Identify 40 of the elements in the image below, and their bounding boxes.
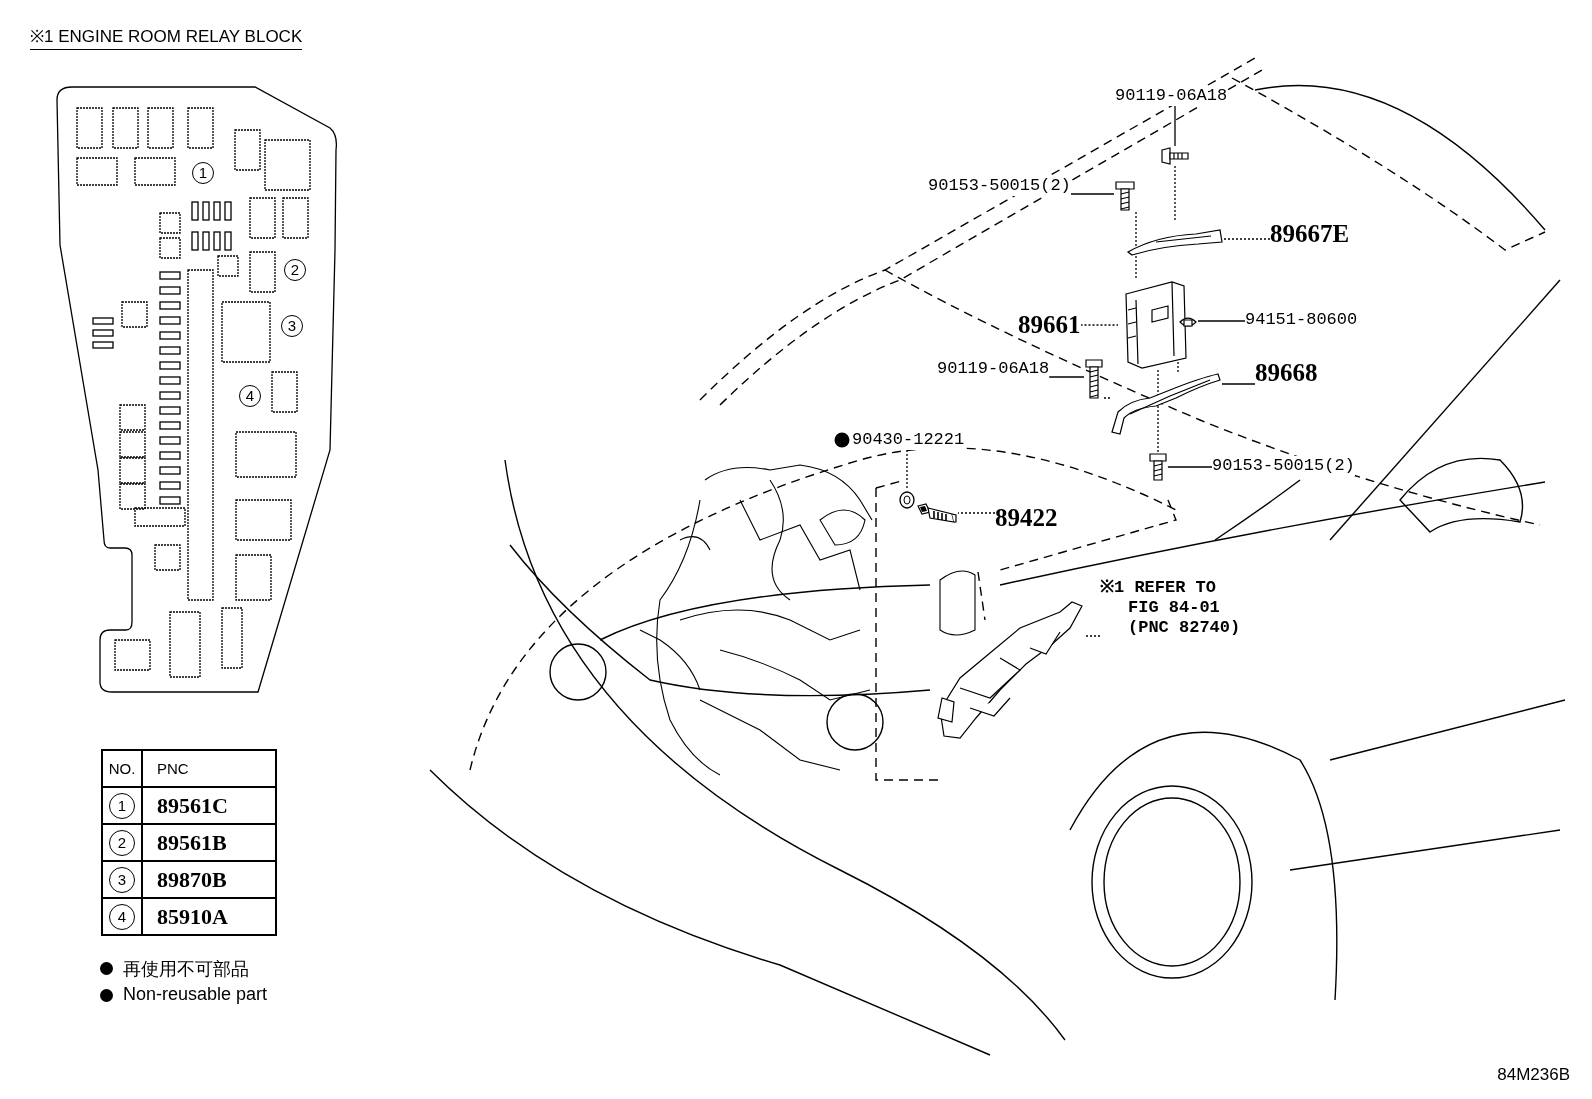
leader-line [1167, 466, 1213, 468]
part-number: 89561C [157, 792, 228, 818]
part-number: 90153-50015(2) [1212, 456, 1355, 476]
leader-line [1223, 238, 1271, 240]
leader-line [1174, 105, 1176, 147]
column-header: NO. [108, 759, 136, 777]
bracket-drawing [1110, 372, 1222, 436]
leader-line [1221, 383, 1256, 385]
callout-number: 2 [284, 259, 306, 281]
legend-text: Non-reusable part [123, 984, 268, 1005]
column-header: PNC [157, 759, 189, 777]
leader-line [957, 512, 996, 514]
part-number: 90119-06A18 [1115, 86, 1228, 106]
leader-line [1048, 376, 1085, 378]
leader-line [1157, 369, 1159, 453]
leader-line [1135, 211, 1137, 281]
leader-line [1084, 635, 1101, 637]
callout-number: 4 [239, 385, 261, 407]
leader-line [906, 449, 908, 491]
part-number: 89561B [157, 829, 227, 855]
bolt-drawing [1084, 358, 1104, 400]
bolt-drawing [1160, 146, 1190, 166]
sensor-drawing [916, 502, 958, 524]
drawing-code: 84M236B [1497, 1065, 1570, 1085]
part-number: 90430-12221 [852, 430, 965, 450]
part-number: 90153-50015(2) [928, 176, 1071, 196]
part-number: 89870B [157, 866, 227, 892]
callout-number: 3 [281, 315, 303, 337]
leader-line [1079, 324, 1119, 326]
bolt-drawing [1114, 180, 1136, 212]
part-number: 85910A [157, 903, 228, 929]
leader-line [1174, 165, 1176, 223]
leader-line [1070, 193, 1115, 195]
leader-line [1103, 397, 1111, 399]
bolt-drawing [1148, 452, 1168, 482]
leader-line [1197, 320, 1246, 322]
gasket-drawing [898, 490, 916, 510]
section-heading: ※1 ENGINE ROOM RELAY BLOCK [30, 24, 303, 50]
callout-number: 1 [192, 162, 214, 184]
legend-text: 再使用不可部品 [123, 958, 249, 981]
